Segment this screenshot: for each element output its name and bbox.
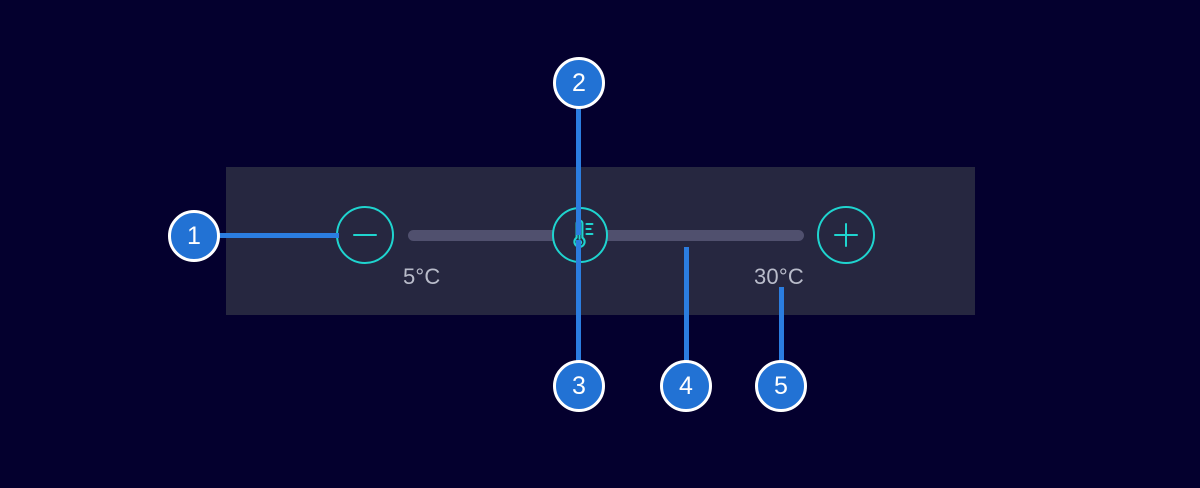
callout-badge-5[interactable]: 5	[755, 360, 807, 412]
callout-badge-3[interactable]: 3	[553, 360, 605, 412]
increase-temperature-button[interactable]	[817, 206, 875, 264]
temperature-control-panel: 5°C 30°C	[226, 167, 975, 315]
max-temperature-label: 30°C	[754, 264, 804, 289]
callout-badge-1[interactable]: 1	[168, 210, 220, 262]
callout-leader-line-3	[576, 240, 581, 368]
callout-badge-4-number: 4	[679, 371, 693, 400]
callout-leader-line-5	[779, 287, 784, 369]
callout-leader-line-1	[213, 233, 339, 238]
callout-badge-4[interactable]: 4	[660, 360, 712, 412]
decrease-temperature-button[interactable]	[336, 206, 394, 264]
callout-badge-1-number: 1	[187, 221, 201, 250]
callout-badge-3-number: 3	[572, 371, 586, 400]
plus-icon	[819, 208, 873, 262]
callout-badge-5-number: 5	[774, 371, 788, 400]
callout-badge-2[interactable]: 2	[553, 57, 605, 109]
callout-leader-line-2	[576, 105, 581, 235]
callout-badge-2-number: 2	[572, 68, 586, 97]
callout-leader-line-4	[684, 247, 689, 369]
min-temperature-label: 5°C	[403, 264, 441, 289]
minus-icon	[338, 208, 392, 262]
